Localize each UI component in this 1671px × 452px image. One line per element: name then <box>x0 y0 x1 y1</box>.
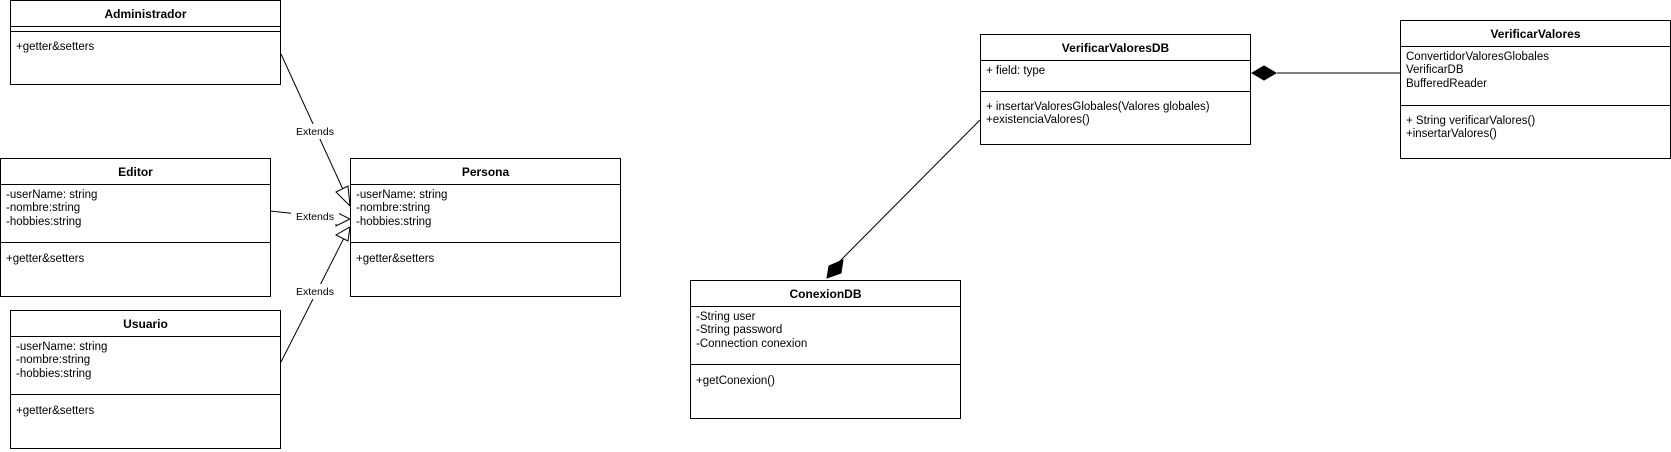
extends-label-usuario: Extends <box>296 286 334 298</box>
attribute-line: -nombre:string <box>16 354 91 367</box>
extends-label-administrador: Extends <box>296 126 334 138</box>
attribute-line: ConvertidorValoresGlobales <box>1406 51 1549 63</box>
class-methods: +getConexion() <box>691 365 960 388</box>
attribute-line: BufferedReader <box>1406 77 1487 90</box>
class-attributes: -userName: string -nombre:string -hobbie… <box>11 337 280 395</box>
method-line: +existenciaValores() <box>986 114 1090 127</box>
method-line: +getter&setters <box>6 253 85 265</box>
extends-label-editor: Extends <box>296 211 334 223</box>
class-conexiondb[interactable]: ConexionDB -String user -String password… <box>690 280 961 419</box>
attribute-line: -String password <box>696 324 783 337</box>
class-persona[interactable]: Persona -userName: string -nombre:string… <box>350 158 621 297</box>
attribute-line: -nombre:string <box>6 202 81 215</box>
class-methods: + insertarValoresGlobales(Valores global… <box>981 92 1250 128</box>
class-name: Usuario <box>11 311 280 337</box>
class-methods: +getter&setters <box>11 32 280 54</box>
class-attributes: + field: type <box>981 61 1250 92</box>
method-line: +getConexion() <box>696 375 775 387</box>
inheritance-arrowhead-administrador <box>335 185 351 208</box>
inheritance-arrowhead-usuario <box>334 226 351 242</box>
class-methods: +getter&setters <box>11 395 280 418</box>
class-name: ConexionDB <box>691 281 960 307</box>
class-verificarvaloresdb[interactable]: VerificarValoresDB + field: type + inser… <box>980 34 1251 145</box>
attribute-line: -Connection conexion <box>696 337 808 350</box>
class-attributes <box>11 27 280 32</box>
class-name: VerificarValoresDB <box>981 35 1250 61</box>
class-name: Editor <box>1 159 270 185</box>
attribute-line: VerificarDB <box>1406 64 1464 77</box>
attribute-line: -userName: string <box>356 189 448 201</box>
attribute-line: -hobbies:string <box>6 215 82 228</box>
method-line: + String verificarValores() <box>1406 115 1536 127</box>
class-methods: + String verificarValores() +insertarVal… <box>1401 106 1670 142</box>
method-line: + insertarValoresGlobales(Valores global… <box>986 101 1210 113</box>
class-attributes: -userName: string -nombre:string -hobbie… <box>351 185 620 243</box>
method-line: +getter&setters <box>356 253 435 265</box>
attribute-line: -nombre:string <box>356 202 431 215</box>
method-line: +getter&setters <box>16 41 95 53</box>
class-editor[interactable]: Editor -userName: string -nombre:string … <box>0 158 271 297</box>
attribute-line: -userName: string <box>16 341 108 353</box>
attribute-line: -userName: string <box>6 189 98 201</box>
class-administrador[interactable]: Administrador +getter&setters <box>10 0 281 85</box>
class-name: Administrador <box>11 1 280 27</box>
class-methods: +getter&setters <box>1 243 270 266</box>
class-name: VerificarValores <box>1401 21 1670 47</box>
class-attributes: ConvertidorValoresGlobales VerificarDB B… <box>1401 47 1670 106</box>
composition-diamond-conexion <box>826 259 844 279</box>
class-name: Persona <box>351 159 620 185</box>
attribute-line: -hobbies:string <box>356 215 432 228</box>
attribute-line: -hobbies:string <box>16 367 92 380</box>
attribute-line: -String user <box>696 311 756 323</box>
class-attributes: -userName: string -nombre:string -hobbie… <box>1 185 270 243</box>
composition-diamond-verificarvaloresdb <box>1251 65 1277 81</box>
attribute-line: + field: type <box>986 65 1046 77</box>
class-methods: +getter&setters <box>351 243 620 266</box>
method-line: +getter&setters <box>16 405 95 417</box>
class-verificarvalores[interactable]: VerificarValores ConvertidorValoresGloba… <box>1400 20 1671 159</box>
class-attributes: -String user -String password -Connectio… <box>691 307 960 365</box>
method-line: +insertarValores() <box>1406 128 1497 141</box>
class-usuario[interactable]: Usuario -userName: string -nombre:string… <box>10 310 281 449</box>
composition-line-conexion <box>836 119 981 265</box>
